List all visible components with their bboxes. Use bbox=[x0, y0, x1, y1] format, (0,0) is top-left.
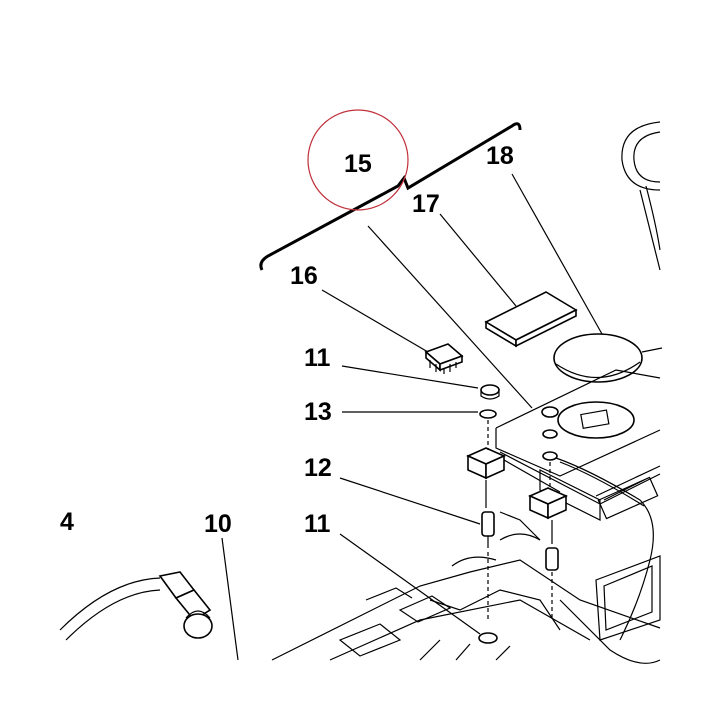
wire-harness-lower bbox=[559, 599, 661, 664]
highlight-circle-15 bbox=[307, 109, 409, 211]
control-board-housing bbox=[495, 369, 661, 641]
callout-17: 17 bbox=[412, 190, 440, 218]
leader-12 bbox=[339, 477, 481, 525]
callout-11-lower: 11 bbox=[304, 510, 331, 538]
wire-harness-right bbox=[555, 457, 654, 641]
leader-16 bbox=[321, 289, 429, 353]
hose-assembly-4 bbox=[59, 571, 213, 641]
leader-15 bbox=[367, 225, 533, 409]
callout-11-upper: 11 bbox=[304, 344, 331, 372]
part-16-chip bbox=[424, 343, 464, 374]
leader-17 bbox=[439, 213, 517, 307]
callout-12: 12 bbox=[304, 454, 332, 482]
leader-18 bbox=[511, 173, 603, 335]
callout-4: 4 bbox=[60, 508, 74, 536]
leader-11b bbox=[339, 533, 481, 635]
callout-10: 10 bbox=[204, 510, 232, 538]
part-18-disc bbox=[553, 333, 663, 383]
callout-13: 13 bbox=[304, 398, 332, 426]
callout-16: 16 bbox=[290, 262, 318, 290]
leader-10 bbox=[221, 537, 239, 661]
hardware-stack-right bbox=[541, 406, 559, 620]
part-17-pad bbox=[484, 291, 578, 348]
chassis-base bbox=[271, 511, 661, 661]
hardware-stack-left bbox=[478, 384, 500, 644]
cable-loop-top bbox=[621, 121, 661, 271]
callout-15: 15 bbox=[344, 150, 372, 178]
group-bracket-15 bbox=[259, 122, 522, 271]
mount-block-left bbox=[466, 447, 561, 493]
callout-18: 18 bbox=[486, 142, 514, 170]
disc-recess bbox=[557, 401, 635, 439]
mount-block-right bbox=[528, 487, 568, 520]
leader-11a bbox=[341, 365, 479, 389]
